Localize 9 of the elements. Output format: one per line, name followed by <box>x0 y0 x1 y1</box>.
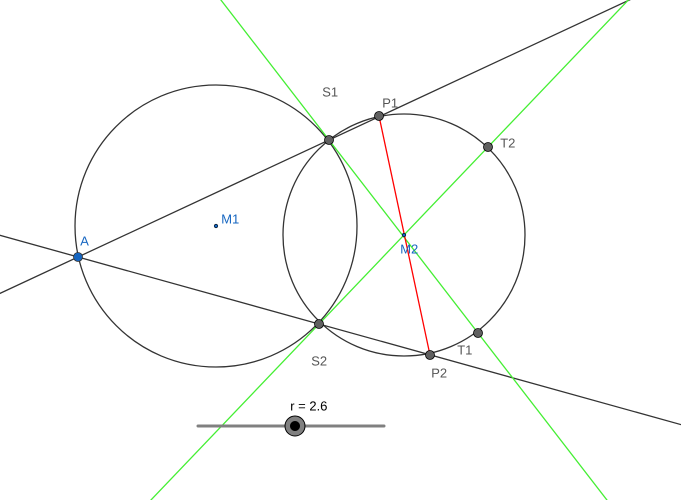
point-label: T2 <box>500 138 515 148</box>
point-label: S1 <box>322 87 338 97</box>
point-label: P1 <box>383 98 398 108</box>
slider-value-label: r = 2.6 <box>291 401 327 411</box>
point-label: P2 <box>432 368 446 378</box>
point-label: T1 <box>458 346 472 354</box>
point-label: S2 <box>312 356 326 366</box>
point-label: M1 <box>222 214 239 224</box>
point-label: A <box>80 236 89 246</box>
